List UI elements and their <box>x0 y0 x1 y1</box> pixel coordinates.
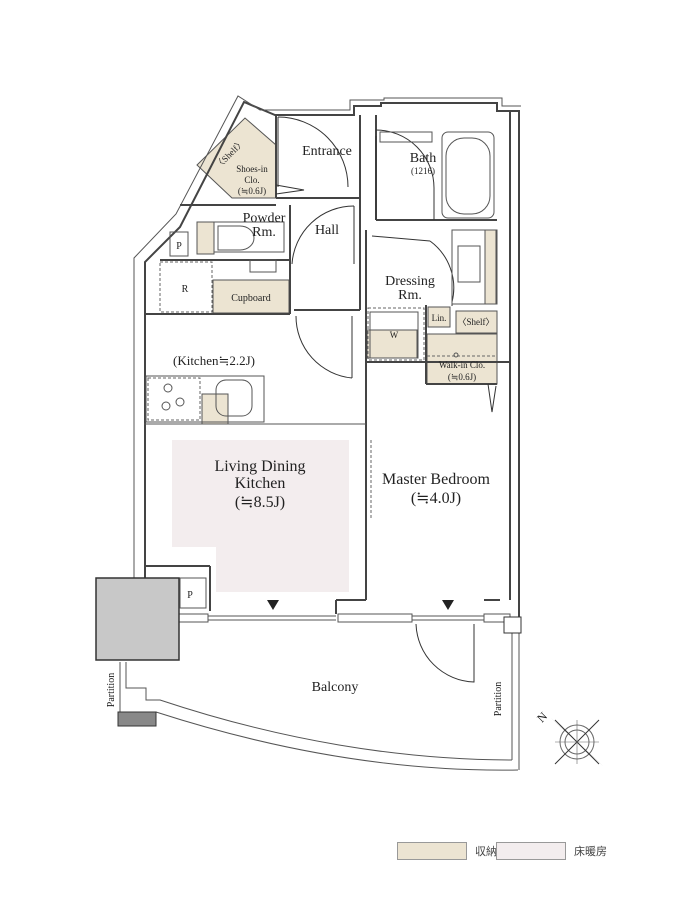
partition-right-label: Partition <box>493 682 504 716</box>
north-label: N <box>534 709 550 725</box>
bedroom-label: Master Bedroom <box>382 471 491 488</box>
walkin-closet-storage <box>426 333 498 385</box>
window-marker-left <box>267 600 279 610</box>
powder-room-label: Powder <box>243 211 286 226</box>
dressing-shelf-storage <box>484 229 498 305</box>
ldk-size-label: (≒8.5J) <box>235 494 285 511</box>
fridge-label: R <box>182 284 189 295</box>
legend-heating: 床暖房 <box>496 841 607 861</box>
balcony-outline <box>117 616 522 771</box>
walkin-shelf-storage <box>455 310 498 334</box>
legend-storage-swatch <box>397 842 467 860</box>
bath-size-label: (1216) <box>411 166 435 176</box>
entrance-label: Entrance <box>302 144 352 159</box>
kitchen-label: (Kitchen≒2.2J) <box>173 353 255 368</box>
ldk-label: Living Dining <box>214 458 305 475</box>
legend-heating-swatch <box>496 842 566 860</box>
balcony-label: Balcony <box>312 680 359 695</box>
legend-heating-label: 床暖房 <box>574 845 607 858</box>
walkin-closet-label: Walk-in Clo. <box>439 360 485 370</box>
legend-storage-label: 収納 <box>475 845 497 858</box>
bath-label: Bath <box>410 151 436 166</box>
pipe-label-upper: P <box>176 241 182 252</box>
structural-column <box>95 577 180 661</box>
powder-storage <box>196 221 215 255</box>
shoes-closet-clo-label: Clo. <box>244 175 259 185</box>
linen-label: Lin. <box>432 313 447 323</box>
partition-left-label: Partition <box>106 673 117 707</box>
room-labels: Entrance Bath (1216) 〈Shelf〉 Shoes-in Cl… <box>106 137 550 725</box>
bedroom-size-label: (≒4.0J) <box>411 490 461 507</box>
walkin-closet-size-label: (≒0.6J) <box>448 372 476 382</box>
compass <box>551 718 603 766</box>
cupboard-label: Cupboard <box>231 293 270 304</box>
powder-room-rm-label: Rm. <box>252 225 276 240</box>
cupboard-storage <box>212 279 290 314</box>
fixtures <box>145 131 497 609</box>
pipe-label-lower: P <box>187 590 193 601</box>
interior-walls <box>144 115 510 614</box>
ldk-kitchen-label: Kitchen <box>235 475 286 492</box>
exterior-walls <box>133 95 521 625</box>
washer-label: W <box>390 330 399 340</box>
kitchen-storage <box>201 393 229 425</box>
legend-storage: 収納 <box>397 841 497 861</box>
balcony-windows <box>177 613 511 623</box>
doors <box>275 116 497 683</box>
shoes-closet-size-label: (≒0.6J) <box>238 186 266 196</box>
linen-storage <box>427 306 451 328</box>
dressing-room-rm-label: Rm. <box>398 288 422 303</box>
shoes-closet-label: Shoes-in <box>236 164 268 174</box>
floor-heating-area <box>172 440 349 592</box>
hall-label: Hall <box>315 223 339 238</box>
window-marker-right <box>442 600 454 610</box>
dressing-room-label: Dressing <box>385 274 435 289</box>
walkin-shelf-label: 〈Shelf〉 <box>458 317 495 327</box>
